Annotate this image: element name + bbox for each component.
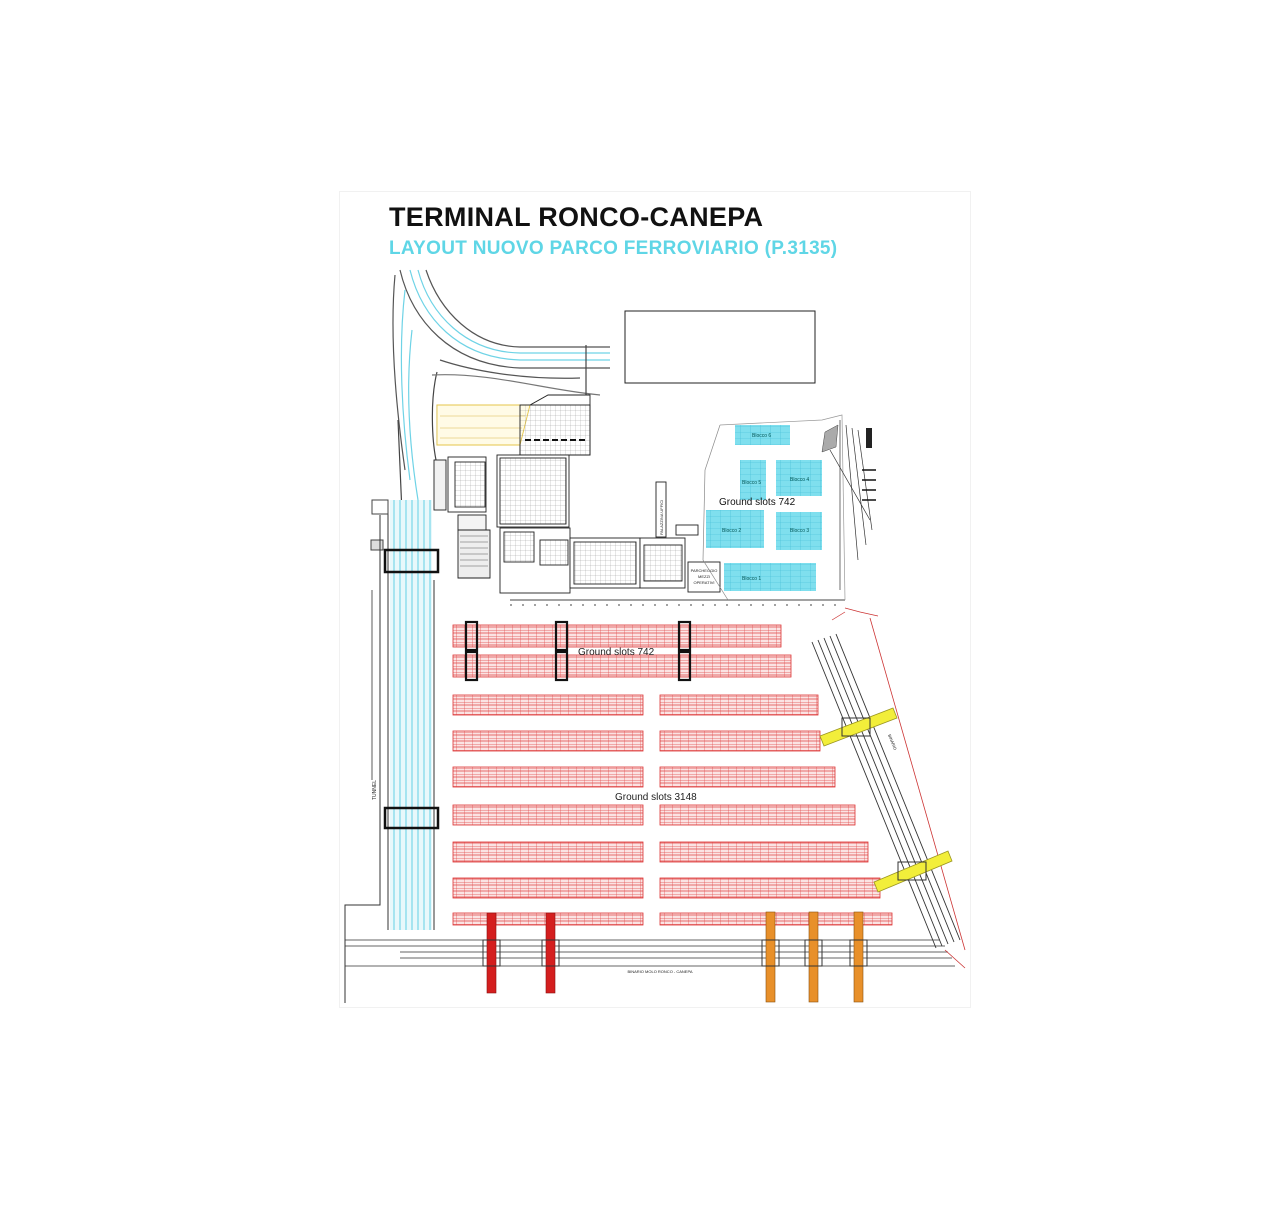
yellow-bridge bbox=[873, 850, 953, 893]
red-crane bbox=[541, 912, 560, 994]
container-row bbox=[452, 730, 644, 752]
container-row bbox=[452, 766, 644, 788]
orange-crane bbox=[804, 911, 823, 1003]
page-subtitle: LAYOUT NUOVO PARCO FERROVIARIO (P.3135) bbox=[389, 238, 838, 259]
red-cranes bbox=[482, 912, 560, 994]
container-row bbox=[659, 730, 821, 752]
blocco-6-label: Blocco 6 bbox=[752, 433, 771, 439]
container-row bbox=[659, 912, 893, 926]
orange-cranes bbox=[761, 911, 868, 1003]
blocco-4 bbox=[776, 460, 822, 496]
blocco-4-label: Blocco 4 bbox=[790, 477, 809, 483]
blocco-1 bbox=[724, 563, 816, 591]
blocco-2-label: Blocco 2 bbox=[722, 528, 741, 534]
container-row bbox=[452, 624, 782, 648]
red-crane bbox=[482, 912, 501, 994]
ground-slots-742-middle-label: Ground slots 742 bbox=[578, 647, 655, 658]
orange-crane bbox=[849, 911, 868, 1003]
container-row bbox=[659, 841, 869, 863]
blocco-6 bbox=[735, 425, 790, 445]
right-fan-tracks bbox=[829, 420, 879, 621]
container-row bbox=[452, 694, 644, 716]
yellow-bridge bbox=[819, 707, 898, 747]
container-row bbox=[452, 654, 792, 678]
yellow-bridges bbox=[819, 707, 953, 893]
blocco-2 bbox=[706, 510, 764, 548]
palazzina-uffici-label: PALAZZINA UFFICI bbox=[659, 500, 664, 535]
parcheggio-label-2: MEZZI bbox=[698, 574, 710, 579]
parcheggio-label-1: PARCHEGGIO bbox=[691, 568, 718, 573]
left-rail-corridor: TUNNEL bbox=[344, 499, 440, 1003]
page-title: TERMINAL RONCO-CANEPA bbox=[389, 202, 764, 232]
container-row bbox=[659, 694, 819, 716]
svg-text:TUNNEL: TUNNEL bbox=[372, 780, 378, 800]
ground-slots-742-top-label: Ground slots 742 bbox=[719, 497, 796, 508]
container-row bbox=[659, 766, 836, 788]
diagonal-track-label: BINARIO bbox=[887, 734, 898, 751]
container-row bbox=[452, 877, 644, 899]
reserved-area-rectangle bbox=[624, 310, 816, 384]
bottom-rail-tracks bbox=[344, 939, 966, 970]
blocco-3 bbox=[776, 512, 822, 550]
diagonal-rail-tracks bbox=[811, 617, 966, 951]
container-yard bbox=[452, 620, 893, 926]
reefer-blocks-area bbox=[702, 414, 872, 601]
buildings-area bbox=[433, 394, 845, 606]
blocco-5-label: Blocco 5 bbox=[742, 480, 761, 486]
container-row bbox=[659, 804, 856, 826]
container-row bbox=[452, 841, 644, 863]
curved-rail-tracks bbox=[392, 269, 610, 561]
blocco-5 bbox=[740, 460, 766, 500]
blocco-1-label: Blocco 1 bbox=[742, 576, 761, 582]
container-row bbox=[659, 877, 881, 899]
container-row bbox=[452, 804, 644, 826]
ground-slots-3148-label: Ground slots 3148 bbox=[615, 792, 697, 803]
parcheggio-label-3: OPERATIVI bbox=[693, 580, 714, 585]
bottom-track-label: BINARIO MOLO RONCO - CANEPA bbox=[627, 969, 692, 974]
blocco-3-label: Blocco 3 bbox=[790, 528, 809, 534]
orange-crane bbox=[761, 911, 780, 1003]
